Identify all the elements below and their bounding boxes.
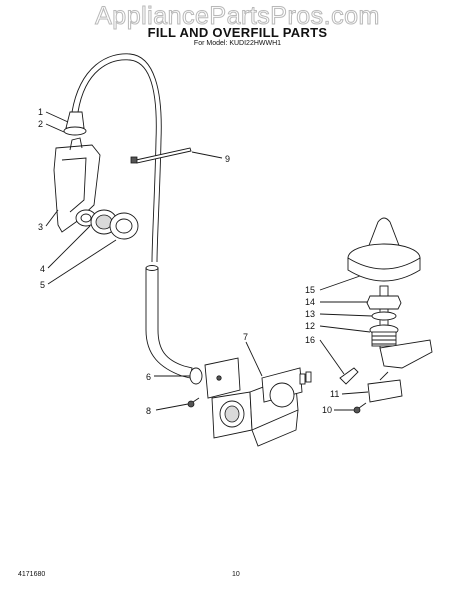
document-number: 4171680 bbox=[18, 571, 46, 578]
inlet-tube-curve bbox=[77, 59, 157, 263]
valve-screw bbox=[187, 397, 200, 408]
callout-6: 6 bbox=[146, 372, 151, 382]
water-valve bbox=[204, 357, 312, 447]
callout-14: 14 bbox=[305, 297, 315, 307]
callout-9: 9 bbox=[225, 154, 230, 164]
callout-8: 8 bbox=[146, 406, 151, 416]
funnel-bracket-inner bbox=[61, 157, 87, 213]
valve-bracket-hole bbox=[216, 375, 222, 381]
callout-13: 13 bbox=[305, 309, 315, 319]
solenoid-coil bbox=[269, 382, 295, 408]
fill-hose-end bbox=[145, 265, 159, 271]
float-washer bbox=[371, 311, 397, 321]
model-subtitle: For Model: KUDI22HWWH1 bbox=[193, 40, 282, 47]
nozzle-tip bbox=[65, 111, 85, 129]
fill-funnel-assembly bbox=[53, 53, 162, 263]
watermark: AppliancePartsPros.com bbox=[95, 2, 380, 31]
leader-13 bbox=[319, 313, 373, 317]
callout-16: 16 bbox=[305, 335, 315, 345]
switch-bracket bbox=[379, 339, 433, 369]
fill-hose-body bbox=[145, 267, 193, 379]
leader-2 bbox=[45, 123, 65, 133]
callout-5: 5 bbox=[40, 280, 45, 290]
valve-base bbox=[251, 409, 299, 447]
leader-9 bbox=[191, 151, 223, 159]
leader-8 bbox=[155, 403, 189, 411]
actuator-arm bbox=[339, 367, 359, 385]
callout-numbers: 1 2 3 4 5 6 7 8 9 10 11 12 13 14 15 16 bbox=[38, 107, 339, 416]
funnel-bracket bbox=[53, 144, 101, 233]
valve-bracket-plate bbox=[204, 357, 241, 399]
float-nut bbox=[366, 295, 402, 310]
page-title: FILL AND OVERFILL PARTS bbox=[147, 25, 328, 40]
leader-7 bbox=[245, 341, 263, 377]
leader-4 bbox=[47, 225, 91, 269]
switch-screw-shank bbox=[358, 402, 367, 409]
leader-15 bbox=[319, 275, 361, 291]
leader-5 bbox=[47, 239, 117, 285]
leader-16 bbox=[319, 339, 345, 375]
funnel-neck bbox=[69, 137, 83, 151]
leader-12 bbox=[319, 325, 371, 333]
callout-4: 4 bbox=[40, 264, 45, 274]
float-assembly bbox=[339, 217, 433, 414]
valve-screw-shank bbox=[192, 397, 200, 403]
callout-11: 11 bbox=[330, 389, 339, 399]
locknut-ring-hole bbox=[115, 218, 133, 234]
valve-terminal-1 bbox=[299, 373, 306, 385]
page-number: 10 bbox=[232, 571, 240, 578]
callout-12: 12 bbox=[305, 321, 315, 331]
valve-inlet-hole bbox=[224, 405, 240, 423]
valve-terminal-2 bbox=[305, 371, 312, 383]
leader-11 bbox=[341, 391, 369, 395]
microswitch-body bbox=[367, 379, 403, 403]
callout-15: 15 bbox=[305, 285, 315, 295]
leader-1 bbox=[45, 111, 69, 123]
leader-lines bbox=[45, 111, 373, 411]
tie-strap bbox=[130, 147, 192, 164]
float-thread-body bbox=[371, 331, 397, 347]
gasket-small-hole bbox=[80, 213, 92, 223]
leader-3 bbox=[45, 209, 59, 227]
callout-7: 7 bbox=[243, 332, 248, 342]
microswitch-lever bbox=[379, 371, 389, 381]
callout-10: 10 bbox=[322, 405, 332, 415]
fill-hose bbox=[145, 265, 203, 385]
callout-1: 1 bbox=[38, 107, 43, 117]
callout-3: 3 bbox=[38, 222, 43, 232]
nozzle-collar bbox=[63, 126, 87, 136]
inlet-tube-curve-outer bbox=[71, 53, 162, 263]
tie-strap-body bbox=[135, 147, 192, 164]
hose-clamp bbox=[189, 367, 203, 385]
callout-2: 2 bbox=[38, 119, 43, 129]
float-base-rim bbox=[347, 257, 421, 282]
float-threads bbox=[372, 335, 396, 345]
float-cone bbox=[367, 217, 401, 249]
tie-strap-head bbox=[130, 156, 138, 164]
